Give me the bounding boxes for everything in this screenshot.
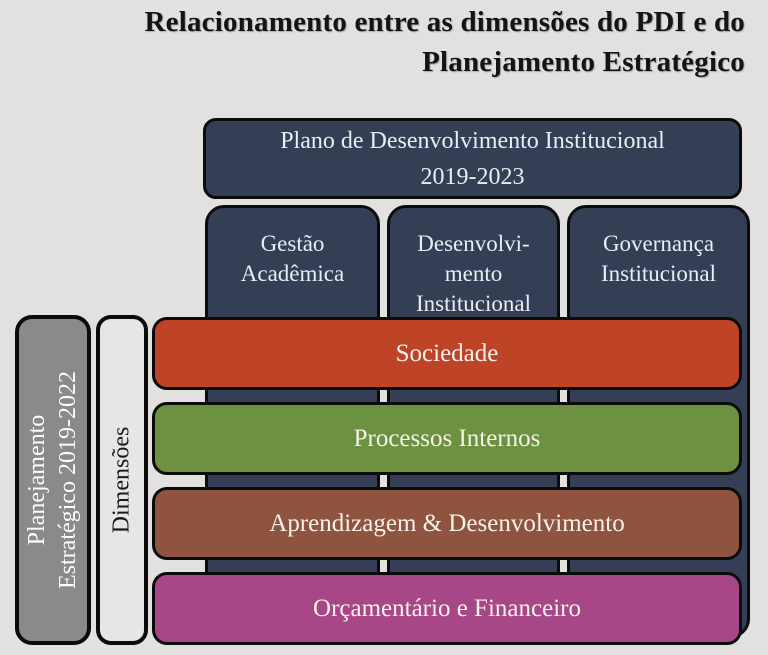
pdi-header-line-2: 2019-2023	[420, 163, 525, 190]
perspective-bar-sociedade: Sociedade	[152, 317, 742, 390]
title-line-1: Relacionamento entre as dimensões do PDI…	[144, 6, 745, 38]
dimensoes-box: Dimensões	[96, 315, 148, 645]
diagram-title: Relacionamento entre as dimensões do PDI…	[20, 2, 745, 82]
planejamento-line-1: Planejamento	[24, 414, 50, 546]
bar-label: Aprendizagem & Desenvolvimento	[269, 509, 625, 537]
column-label-line: Governança	[602, 231, 715, 256]
perspective-bar-aprendizagem-desenvolvimento: Aprendizagem & Desenvolvimento	[152, 487, 742, 560]
planejamento-estrategico-box: Planejamento Estratégico 2019-2022	[15, 315, 91, 645]
title-line-2: Planejamento Estratégico	[422, 46, 745, 78]
column-label-line: Institucional	[601, 261, 716, 286]
dimensoes-label: Dimensões	[108, 426, 135, 534]
perspective-bar-orcamentario-financeiro: Orçamentário e Financeiro	[152, 572, 742, 645]
bar-label: Processos Internos	[353, 424, 541, 452]
pdi-header-box: Plano de Desenvolvimento Institucional 2…	[203, 118, 742, 199]
column-label-line: Acadêmica	[240, 261, 345, 286]
bar-label: Orçamentário e Financeiro	[313, 594, 581, 622]
planejamento-estrategico-label: Planejamento Estratégico 2019-2022	[22, 320, 84, 640]
column-label-line: Institucional	[416, 291, 531, 316]
column-label-line: mento	[444, 261, 503, 286]
bar-label: Sociedade	[395, 339, 499, 367]
perspective-bar-processos-internos: Processos Internos	[152, 402, 742, 475]
planejamento-line-2: Estratégico 2019-2022	[55, 371, 81, 589]
pdi-header-line-1: Plano de Desenvolvimento Institucional	[280, 127, 665, 154]
column-label-line: Desenvolvi-	[417, 231, 530, 256]
column-label-line: Gestão	[260, 231, 325, 256]
